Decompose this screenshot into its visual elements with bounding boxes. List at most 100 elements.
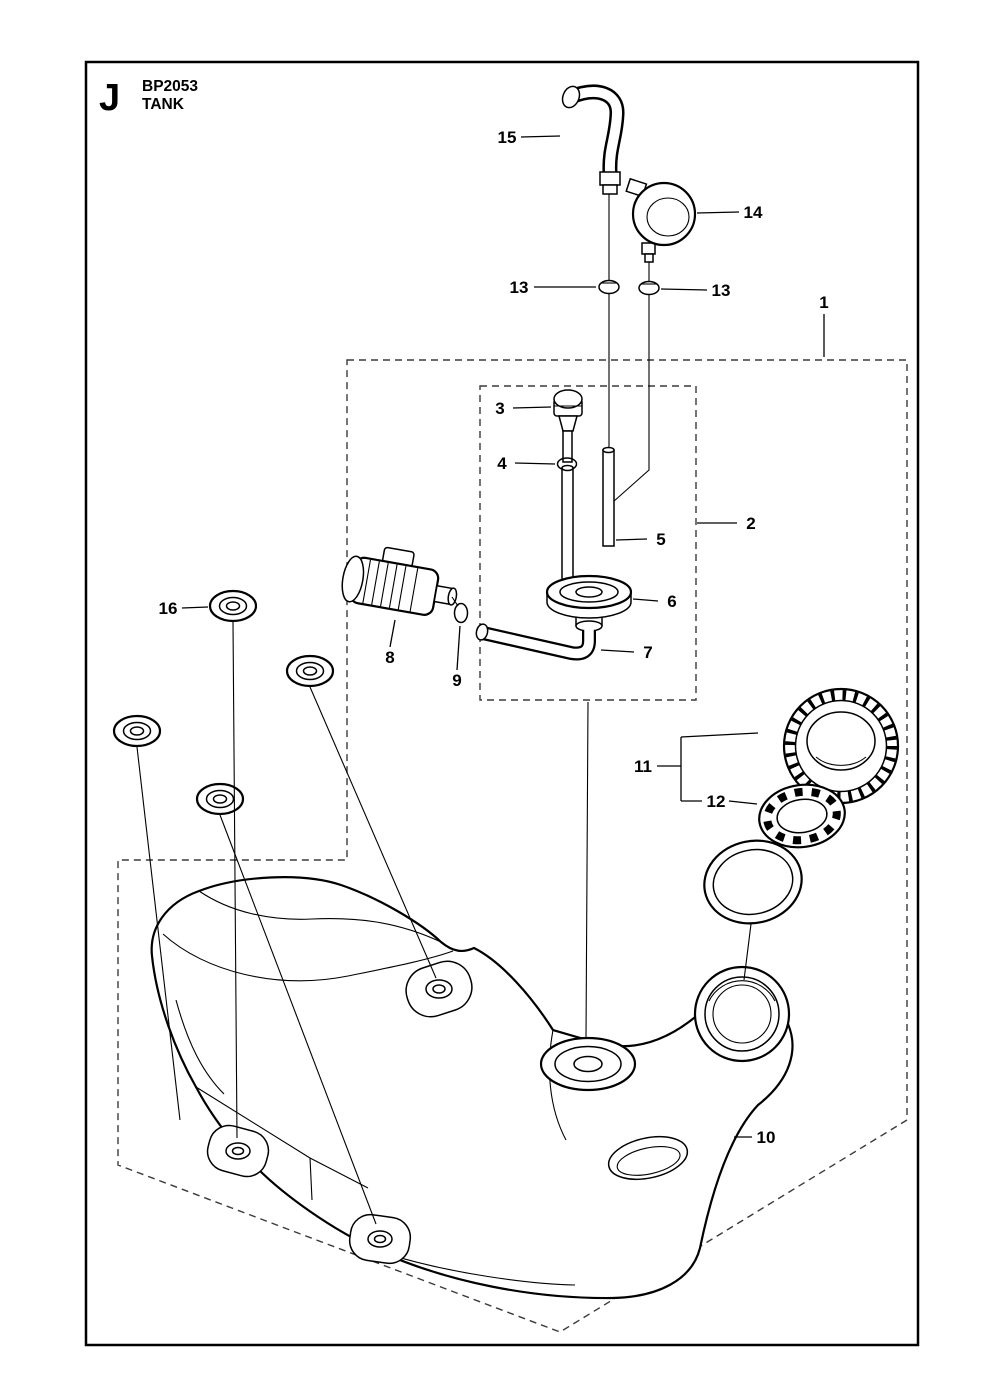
washer-2-drawing [285, 654, 335, 688]
washer-hole [129, 726, 145, 736]
fuel-filter-drawing [341, 546, 458, 616]
washer-hole [212, 794, 228, 804]
hose-inner [569, 87, 622, 173]
callout-11: 11 [634, 732, 759, 802]
leader-line [632, 598, 659, 602]
clamp-ring [638, 280, 660, 296]
leader-line [660, 288, 708, 291]
callout-2: 2 [697, 514, 756, 533]
retainer-bore [776, 798, 828, 834]
washer-alignment-line [136, 746, 181, 1121]
filter-ribs [362, 559, 419, 612]
fuel-line-routing-upper [608, 194, 650, 503]
callout-13-right-label: 13 [712, 281, 731, 300]
recess-inner [616, 1146, 681, 1176]
washer-hole [302, 666, 318, 676]
washer-16-drawing [208, 589, 258, 623]
washer-mid [218, 596, 248, 616]
leader-line [512, 406, 552, 409]
bushing-hub [575, 586, 603, 598]
ear-hole-inner [373, 1234, 387, 1244]
callout-1-label: 1 [819, 293, 828, 312]
tank-bottom-crease [380, 1251, 576, 1286]
fuel-line-routing-lower [136, 621, 752, 1225]
valve-taper [558, 415, 578, 432]
callout-9-label: 9 [452, 671, 461, 690]
page-border [84, 60, 920, 1347]
bushing-top [545, 574, 633, 610]
model-label: BP2053 [142, 78, 198, 95]
neck-thread-arc [708, 980, 776, 1002]
fuel-tank-drawing [150, 876, 794, 1300]
clip-ring [453, 602, 469, 624]
boss-mid [554, 1045, 622, 1083]
callout-13-left: 13 [510, 278, 596, 297]
bulb-outlet-nipple [644, 253, 654, 263]
bushing-inner-ring [559, 581, 619, 603]
ear-hole-inner [231, 1146, 245, 1156]
pipe-inner [481, 628, 594, 659]
tube-short [602, 449, 615, 547]
leader-line [696, 211, 740, 214]
hose-end [561, 85, 581, 109]
washer-mid [295, 661, 325, 681]
valve-head-drawing [553, 389, 583, 463]
callout-13-left-label: 13 [510, 278, 529, 297]
valve-stem [562, 430, 573, 463]
tube-long-top [561, 464, 574, 472]
recess-outer [607, 1135, 689, 1181]
leader-line [456, 625, 461, 671]
washer-outer [285, 654, 335, 688]
callouts: 15 14 13 13 1 3 4 2 [159, 128, 829, 1147]
ear-hole [367, 1230, 393, 1248]
cap-detail-arc [815, 756, 867, 766]
washer-alignment-line [309, 686, 437, 979]
washer-outer [208, 589, 258, 623]
tank-left-contour [175, 999, 225, 1095]
callout-8: 8 [385, 619, 396, 667]
clamp-ring [598, 279, 620, 295]
washer-alignment-line [232, 621, 238, 1139]
callout-16: 16 [159, 599, 209, 618]
page-title: TANK [142, 96, 185, 113]
callout-5-label: 5 [656, 530, 665, 549]
bulb-body [631, 181, 697, 247]
callout-12: 12 [707, 792, 758, 811]
callout-1: 1 [819, 293, 829, 357]
callout-5: 5 [615, 530, 666, 549]
section-letter: J [99, 77, 120, 119]
washer-alignment-line [219, 814, 377, 1225]
tank-outline [150, 876, 794, 1300]
tank-saddle-lower [162, 933, 454, 982]
callout-7-label: 7 [643, 643, 652, 662]
callout-14: 14 [696, 203, 763, 222]
bulb-dome [646, 197, 690, 237]
ear-hole [225, 1142, 251, 1160]
tank-grommet-boss [539, 1036, 637, 1092]
fuel-line [612, 261, 650, 503]
tank-flange-lines [195, 1086, 369, 1201]
callout-10-label: 10 [757, 1128, 776, 1147]
fuel-hose-drawing [561, 84, 625, 195]
boss-hole [573, 1055, 603, 1073]
tank-filler-neck [693, 965, 791, 1063]
bulb-outlet-fitting [641, 242, 656, 255]
ear-hole-inner [432, 984, 446, 994]
tank-bushing-drawing [545, 574, 633, 632]
leader-line [728, 800, 758, 805]
tank-recess [607, 1135, 689, 1181]
cap-gasket-drawing [703, 839, 803, 925]
gasket-to-neck-line [743, 923, 752, 981]
callout-15: 15 [498, 128, 561, 147]
leader-bracket [657, 732, 759, 802]
title-block: J BP2053 TANK [99, 77, 198, 119]
bushing-neck-end [575, 620, 603, 632]
fuel-cap-drawing [782, 687, 900, 805]
gasket-outer [703, 839, 803, 925]
callout-11-label: 11 [634, 757, 652, 776]
callout-4: 4 [497, 454, 556, 473]
hose-fitting [599, 171, 621, 186]
tank-mount-ear-top [405, 960, 473, 1018]
washer-outer [195, 782, 245, 816]
